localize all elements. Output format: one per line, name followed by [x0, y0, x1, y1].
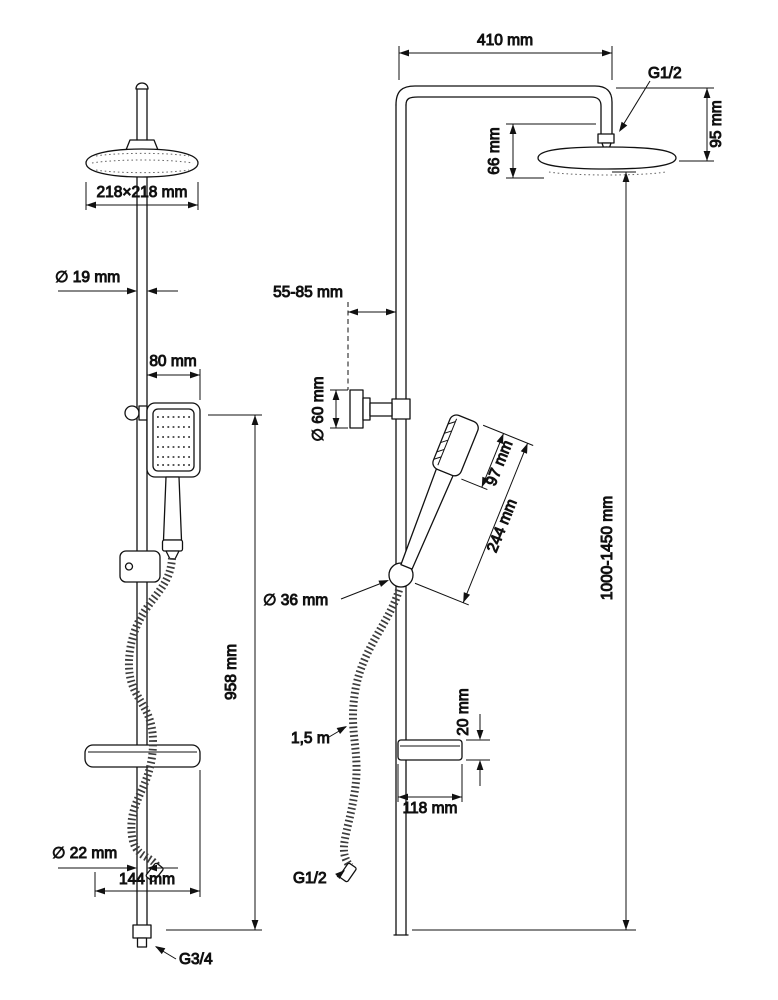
dim-handshower-width: 80 mm: [146, 353, 201, 400]
dim-bracket-diameter: ∅ 60 mm: [310, 376, 348, 442]
head-size-label: 218×218 mm: [97, 184, 188, 201]
shelf-depth-label: 118 mm: [403, 800, 458, 817]
base-width-label: 144 mm: [119, 871, 175, 888]
wall-bracket-side: [349, 389, 411, 429]
bracket-diameter-label: ∅ 60 mm: [310, 376, 327, 441]
rain-head-side: [537, 133, 677, 176]
bottom-connector-front: [132, 924, 152, 948]
shower-hose-side: [339, 588, 403, 883]
head-offset-height-label: 95 mm: [708, 100, 725, 147]
label-top-thread: G1/2: [616, 65, 682, 134]
riser-pipe-front: [125, 82, 159, 926]
label-hose-length: 1,5 m: [291, 723, 349, 748]
hand-shower-front: [124, 402, 201, 560]
dim-shelf-depth: 118 mm: [397, 764, 463, 818]
spray-face-dots: [157, 416, 190, 466]
pipe-diameter-label: ∅ 19 mm: [55, 269, 120, 286]
dim-total-height: 1000-1450 mm: [412, 171, 636, 931]
dim-bar-height: 958 mm: [166, 414, 262, 931]
dim-head-size: 218×218 mm: [85, 182, 199, 210]
soap-dish-side: [397, 739, 463, 761]
head-drop-label: 66 mm: [486, 127, 503, 174]
dim-base-width: 144 mm: [94, 770, 201, 897]
total-height-label: 1000-1450 mm: [599, 496, 616, 600]
side-view: 97 mm 244 mm 410 mm G1: [263, 32, 726, 936]
bottom-thread-label: G3/4: [179, 951, 213, 968]
label-hose-thread: G1/2: [293, 867, 348, 888]
front-view: 218×218 mm ∅ 19 mm 80 mm 958 mm: [52, 82, 262, 969]
hose-thread-label: G1/2: [293, 870, 327, 887]
dim-bottom-diameter: ∅ 22 mm: [52, 845, 178, 872]
handshower-length-label: 244 mm: [484, 497, 521, 555]
top-thread-label: G1/2: [648, 65, 682, 82]
label-bottom-thread: G3/4: [153, 943, 213, 969]
holder-diameter-label: ∅ 36 mm: [263, 592, 328, 609]
dim-shelf-thickness: 20 mm: [455, 688, 490, 786]
dim-head-offset-height: 95 mm: [616, 87, 726, 162]
handshower-head-length-label: 97 mm: [483, 438, 517, 488]
hose-length-label: 1,5 m: [291, 730, 330, 747]
wall-distance-label: 55-85 mm: [273, 284, 343, 301]
arm-reach-label: 410 mm: [477, 32, 533, 49]
dim-pipe-diameter: ∅ 19 mm: [55, 269, 178, 295]
handshower-width-label: 80 mm: [149, 353, 196, 370]
shower-hose-front: [124, 557, 176, 882]
handshower-face-hatch: [433, 421, 456, 460]
dim-wall-distance: 55-85 mm: [273, 284, 396, 390]
bar-height-label: 958 mm: [223, 644, 240, 700]
bottom-diameter-label: ∅ 22 mm: [52, 845, 117, 862]
slider-clamp-front: [119, 550, 161, 583]
rain-head-front: [85, 148, 199, 178]
dim-head-drop: 66 mm: [486, 123, 596, 179]
shelf-thickness-label: 20 mm: [455, 688, 472, 735]
soap-dish-front: [84, 744, 201, 768]
label-holder-diameter: ∅ 36 mm: [263, 576, 391, 610]
dim-arm-reach: 410 mm: [398, 32, 613, 80]
